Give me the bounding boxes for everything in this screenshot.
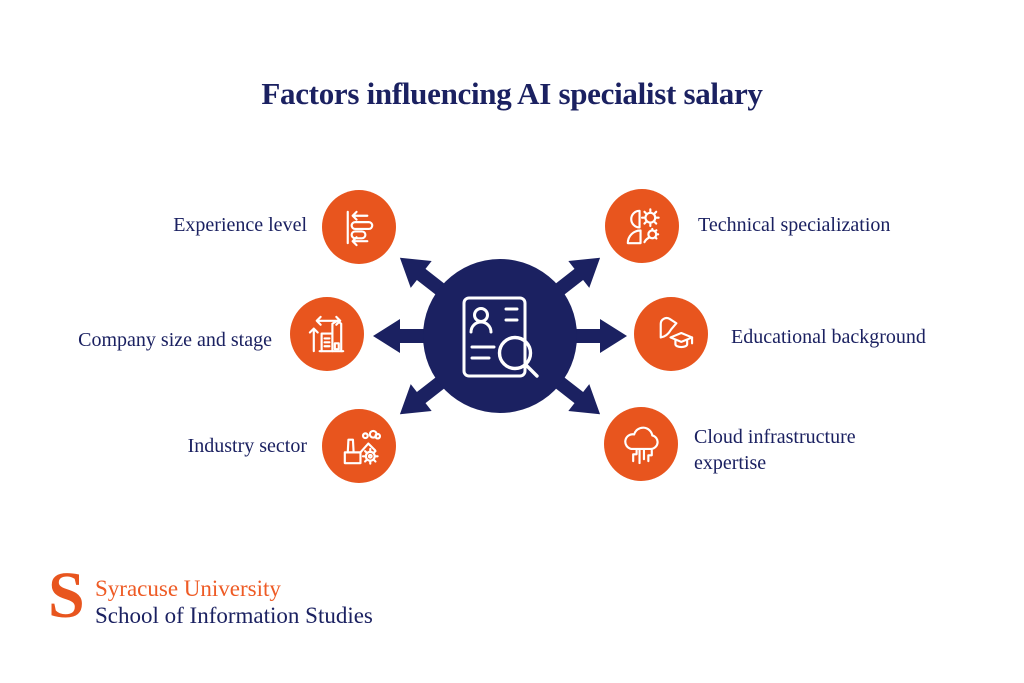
factor-badge-industry-sector	[322, 409, 396, 483]
page-title: Factors influencing AI specialist salary	[261, 76, 763, 111]
factor-label-company-size: Company size and stage	[78, 329, 272, 351]
factor-badge-company-size	[290, 297, 364, 371]
hub-circle	[423, 259, 577, 413]
arrow-right-icon	[558, 319, 627, 353]
factor-badge-educational-background	[634, 297, 708, 371]
syracuse-s-logo: S	[48, 559, 85, 632]
bar-chart-arrows-icon	[346, 210, 373, 246]
person-gears-icon	[626, 207, 660, 244]
arrow-left-icon	[373, 319, 442, 353]
resume-search-icon	[462, 296, 539, 378]
factory-gear-icon	[343, 429, 381, 465]
logo-university-name: Syracuse University	[95, 576, 281, 601]
factor-badge-experience-level	[322, 190, 396, 264]
factor-badge-technical-specialization	[605, 189, 679, 263]
logo-school-name: School of Information Studies	[95, 603, 373, 628]
factor-label-cloud-infrastructure: Cloud infrastructure expertise	[694, 426, 856, 474]
factor-label-industry-sector: Industry sector	[187, 435, 307, 457]
factor-badge-cloud-infrastructure	[604, 407, 678, 481]
building-growth-icon	[308, 315, 344, 352]
cloud-circuit-icon	[623, 426, 659, 464]
graduation-cap-icon	[659, 316, 693, 348]
factor-label-educational-background: Educational background	[731, 326, 926, 348]
factor-label-experience-level: Experience level	[173, 214, 307, 236]
hub-diagram	[373, 257, 627, 415]
factor-label-technical-specialization: Technical specialization	[698, 214, 891, 236]
